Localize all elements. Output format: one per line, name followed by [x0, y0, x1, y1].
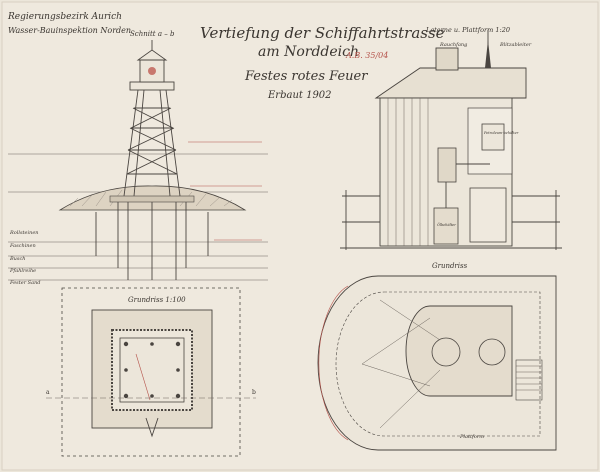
section-note-3: Busch: [9, 256, 25, 262]
foundation-piles: [95, 200, 209, 280]
section-note-5: Fester Sand: [9, 280, 41, 286]
title-line-1: Vertiefung der Schiffahrtstrasse: [200, 24, 445, 42]
stamp: A.B. 35/04: [345, 51, 388, 60]
tower-frame: [123, 89, 181, 197]
cut-label-a: a: [46, 389, 50, 396]
lamp-unit: [437, 147, 457, 183]
platform-note: Plattform: [459, 434, 484, 440]
outer-stone-boundary: [61, 287, 241, 457]
north-arrow: [145, 417, 159, 438]
built-year: Erbaut 1902: [267, 90, 332, 101]
authority-line-1: Regierungsbezirk Aurich: [7, 12, 122, 22]
tower-platform: [129, 81, 175, 91]
platform-inner-outline: [335, 291, 541, 437]
housing-planks: [387, 98, 429, 246]
lamp-plan: [431, 337, 461, 367]
lamp-tank: [481, 123, 505, 151]
stair-treads: [516, 365, 542, 391]
subtitle: Festes rotes Feuer: [244, 69, 368, 84]
pile-cap: [109, 195, 195, 203]
plan-view-left: Grundriss 1:100 a b: [46, 287, 256, 457]
tower-base-plan: [119, 337, 185, 403]
title-line-2: am Norddeich: [258, 44, 359, 60]
section-note-4: Pfahlreihe: [9, 268, 36, 274]
platform-railing: [342, 190, 560, 250]
red-light-sector: [318, 285, 349, 441]
cut-label-b: b: [252, 389, 256, 396]
tank-plan: [478, 338, 506, 366]
chimney: [435, 47, 459, 71]
lantern-label: Laterne u. Plattform 1:20: [425, 26, 510, 34]
plan-left-label: Grundriss 1:100: [128, 296, 186, 304]
pile-positions: [123, 341, 181, 399]
housing-plan: [405, 305, 513, 397]
section-note-1: Rollsteinen: [9, 230, 39, 236]
section-note-2: Faschinen: [9, 243, 36, 249]
plan-dimension-line: [135, 353, 151, 401]
stair-plan: [515, 359, 543, 401]
lantern-roof: [136, 49, 168, 61]
lamp-note: Petroleum-behälter: [483, 131, 519, 135]
authority-line-2: Wasser-Bauinspektion Norden: [8, 26, 131, 35]
section-label: Schnitt a – b: [130, 30, 175, 38]
lantern-note-right: Blitzableiter: [499, 42, 532, 48]
plan-view-right: Grundriss Plattform: [317, 262, 557, 451]
lightning-rod-tip: [485, 40, 491, 68]
lantern-door: [469, 187, 507, 243]
red-light: [148, 67, 156, 75]
section-view: Schnitt a – b: [8, 30, 268, 286]
lantern-elevation: Laterne u. Plattform 1:20 Rauchfang Blit…: [340, 26, 562, 250]
plan-right-label: Grundriss: [432, 262, 468, 270]
plan-diagonals: [361, 299, 441, 429]
oil-note: Ölbehälter: [437, 222, 456, 227]
mound-hatching: [69, 189, 233, 207]
lantern-note-left: Rauchfang: [439, 42, 467, 48]
